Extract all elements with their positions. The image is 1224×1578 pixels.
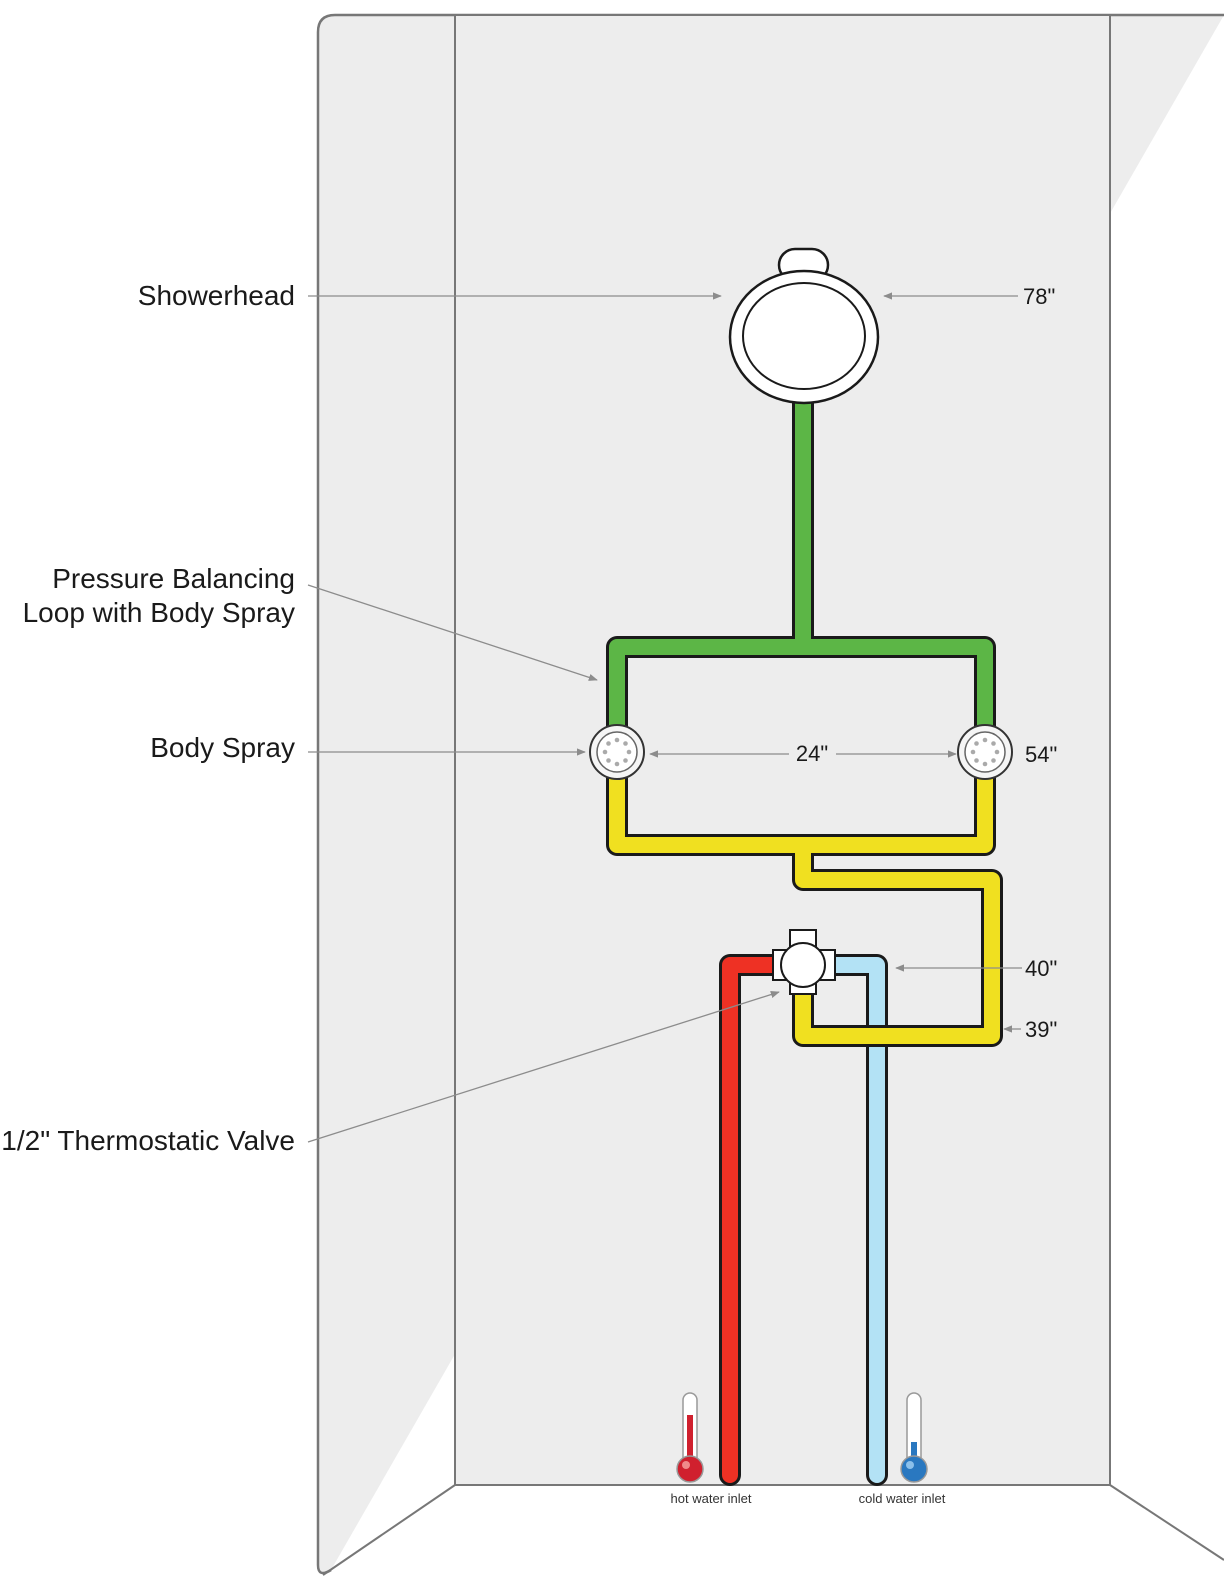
pressure-loop-label-line1: Pressure Balancing (52, 563, 295, 594)
body-spray-label: Body Spray (150, 732, 295, 763)
cold-water-pipe (809, 954, 888, 1486)
cold-inlet-label: cold water inlet (859, 1491, 946, 1506)
shower-enclosure (316, 13, 1224, 1576)
pressure-loop-leader (307, 584, 598, 681)
thermostatic-valve-icon (772, 929, 836, 995)
hot-thermometer-icon (676, 1392, 704, 1483)
loop-bottom-height-dim: 39" (1025, 1017, 1057, 1042)
inlet-labels: hot water inlet cold water inlet (671, 1491, 946, 1506)
body-spray-icon (589, 724, 645, 780)
hot-water-pipe (719, 954, 797, 1486)
showerhead-label: Showerhead (138, 280, 295, 311)
yellow-return-loop (606, 752, 1003, 1047)
thermostatic-valve-label: 1/2" Thermostatic Valve (1, 1125, 295, 1156)
floor-right-edge (1109, 1484, 1224, 1561)
dimension-labels: 78" 24" 54" 40" 39" (796, 284, 1057, 1042)
floor-left-edge (322, 1484, 456, 1576)
hot-inlet-label: hot water inlet (671, 1491, 752, 1506)
green-supply-loop (606, 395, 996, 752)
showerhead-height-dim: 78" (1023, 284, 1055, 309)
showerhead-icon (728, 247, 880, 405)
body-spray-height-dim: 54" (1025, 742, 1057, 767)
pressure-loop-label-line2: Loop with Body Spray (23, 597, 295, 628)
body-spray-spacing-dim: 24" (796, 741, 828, 766)
callout-labels: Showerhead Pressure Balancing Loop with … (1, 280, 295, 1156)
body-spray-icon (957, 724, 1013, 780)
leader-lines (307, 292, 1022, 1143)
cold-thermometer-icon (900, 1392, 928, 1483)
valve-height-dim: 40" (1025, 956, 1057, 981)
valve-leader (307, 991, 780, 1143)
